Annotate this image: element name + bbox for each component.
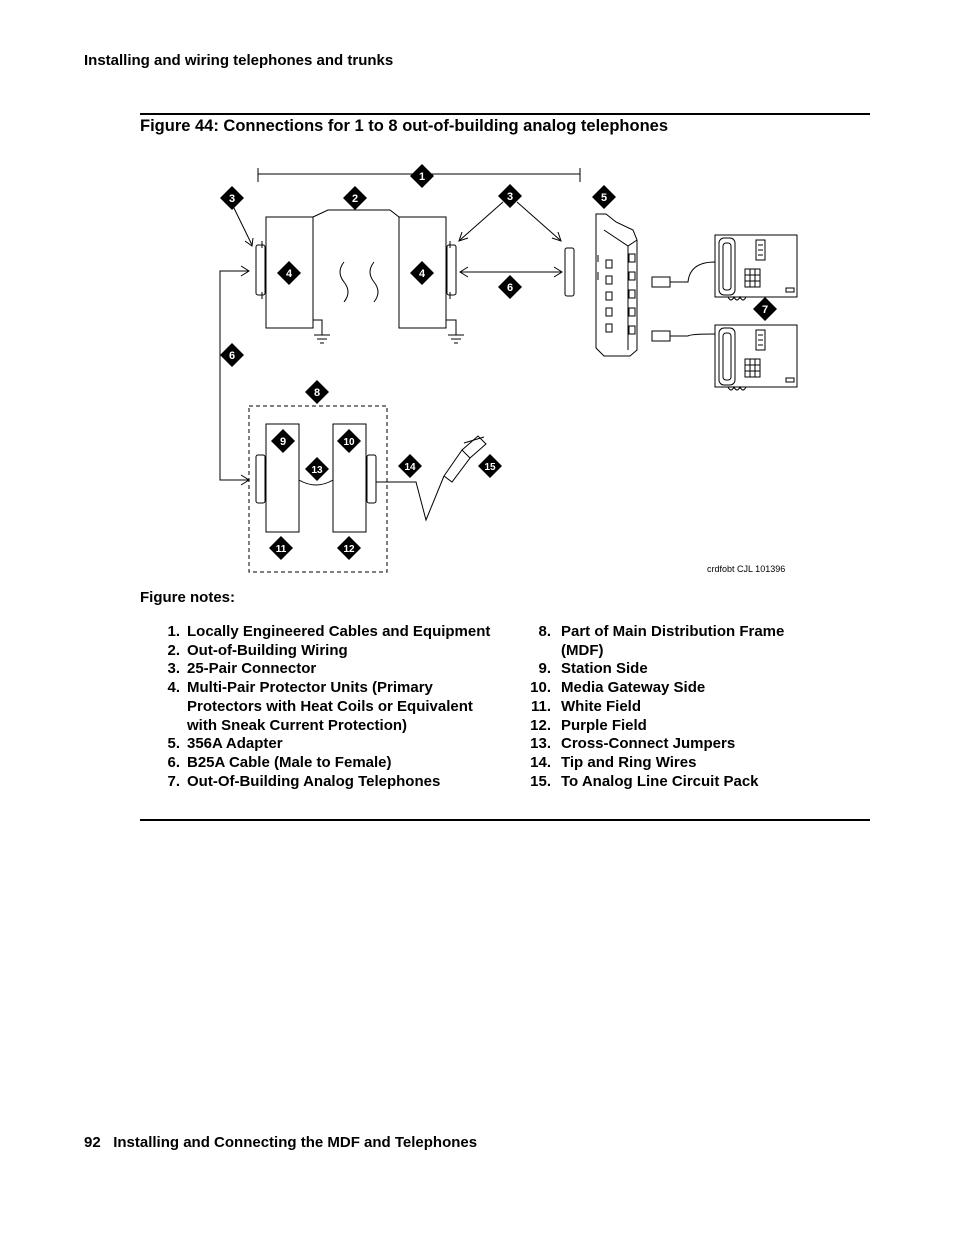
callout-14: 14: [404, 462, 416, 473]
note-item: 10. Media Gateway Side: [515, 679, 815, 698]
protector-unit-left: [265, 216, 314, 329]
note-number: 13.: [530, 735, 551, 753]
note-number: 2.: [167, 641, 180, 659]
station-side-block: [265, 423, 300, 533]
notes-label: Figure notes:: [140, 589, 236, 606]
telephone-1: [714, 234, 798, 298]
media-gateway-side-block: [332, 423, 367, 533]
note-item: 4. Multi-Pair Protector Units (Primary Pr…: [140, 679, 500, 735]
note-item: 2. Out-of-Building Wiring: [140, 642, 500, 661]
note-text: 25-Pair Connector: [187, 660, 317, 678]
callout-1: 1: [419, 171, 425, 183]
running-footer: 92 Installing and Connecting the MDF and…: [84, 1134, 477, 1151]
note-number: 6.: [167, 753, 180, 771]
note-number: 10.: [530, 679, 551, 697]
note-number: 3.: [167, 660, 180, 678]
callout-12: 12: [343, 544, 355, 555]
note-item: 11. White Field: [515, 698, 815, 717]
figure-credit: crdfobt CJL 101396: [707, 564, 785, 574]
note-text: 356A Adapter: [187, 735, 283, 753]
callout-3-left: 3: [229, 193, 235, 205]
telephone-2: [714, 324, 798, 388]
wiring-diagram: 1 2 3 3 4 4 5 6 6 7 8 9 10 12 11 13 14 1…: [200, 150, 820, 590]
callout-13: 13: [311, 465, 323, 476]
note-text: Part of Main Distribution Frame (MDF): [561, 623, 785, 659]
note-item: 9. Station Side: [515, 660, 815, 679]
note-item: 1. Locally Engineered Cables and Equipmen…: [140, 623, 500, 642]
note-item: 8. Part of Main Distribution Frame (MDF): [515, 623, 815, 660]
note-item: 13. Cross-Connect Jumpers: [515, 735, 815, 754]
callout-10: 10: [343, 437, 355, 448]
callout-3-right: 3: [507, 191, 513, 203]
note-number: 15.: [530, 772, 551, 790]
note-text: Purple Field: [561, 716, 647, 734]
adapter-356a: [595, 213, 638, 357]
note-item: 15. To Analog Line Circuit Pack: [515, 773, 815, 792]
callout-4-right: 4: [419, 268, 426, 280]
note-text: Cross-Connect Jumpers: [561, 735, 736, 753]
note-number: 1.: [167, 623, 180, 640]
note-number: 14.: [530, 753, 551, 771]
note-item: 6. B25A Cable (Male to Female): [140, 754, 500, 773]
note-item: 3. 25-Pair Connector: [140, 660, 500, 679]
note-text: Locally Engineered Cables and Equipment: [187, 623, 491, 640]
note-number: 8.: [538, 623, 551, 640]
chapter-title: Installing and Connecting the MDF and Te…: [113, 1134, 478, 1151]
note-text: White Field: [561, 697, 641, 715]
callout-8: 8: [314, 387, 320, 399]
note-text: Out-of-Building Wiring: [187, 641, 348, 659]
callout-9: 9: [280, 436, 286, 448]
note-number: 11.: [530, 697, 551, 715]
bottom-rule: [140, 819, 870, 821]
note-text: To Analog Line Circuit Pack: [561, 772, 759, 790]
note-number: 7.: [167, 772, 180, 790]
figure-title: Figure 44: Connections for 1 to 8 out-of…: [140, 117, 668, 135]
note-item: 7. Out-Of-Building Analog Telephones: [140, 773, 500, 792]
callout-5: 5: [601, 192, 607, 204]
callout-15: 15: [484, 462, 496, 473]
notes-list-left: 1. Locally Engineered Cables and Equipmen…: [140, 623, 500, 791]
top-rule: [140, 113, 870, 115]
callout-6-left: 6: [229, 350, 235, 362]
note-text: Out-Of-Building Analog Telephones: [187, 772, 441, 790]
callout-4-left: 4: [286, 268, 293, 280]
note-text: B25A Cable (Male to Female): [187, 753, 392, 771]
protector-unit-right: [398, 216, 447, 329]
page-number: 92: [84, 1134, 101, 1151]
callout-2: 2: [352, 193, 358, 205]
mdf-boundary: [248, 405, 388, 573]
callout-7: 7: [762, 304, 768, 316]
note-item: 12. Purple Field: [515, 717, 815, 736]
note-number: 5.: [167, 735, 180, 753]
notes-list-right: 8.Part of Main Distribution Frame (MDF) …: [515, 623, 815, 791]
callout-11: 11: [276, 544, 287, 555]
note-number: 4.: [167, 679, 180, 697]
note-number: 12.: [530, 716, 551, 734]
note-text: Multi-Pair Protector Units (Primary Prot…: [187, 679, 473, 734]
note-text: Media Gateway Side: [561, 679, 706, 697]
note-item: 14. Tip and Ring Wires: [515, 754, 815, 773]
callout-6-top: 6: [507, 282, 513, 294]
note-item: 5. 356A Adapter: [140, 735, 500, 754]
note-text: Station Side: [561, 660, 648, 678]
note-number: 9.: [538, 660, 551, 678]
running-header: Installing and wiring telephones and tru…: [84, 52, 394, 69]
note-text: Tip and Ring Wires: [561, 753, 697, 771]
